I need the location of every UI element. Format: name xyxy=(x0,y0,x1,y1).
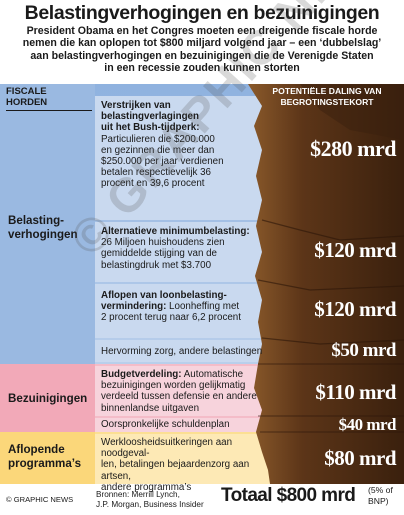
subtitle-line: in een recessie zouden kunnen storten xyxy=(104,62,300,75)
box-budget xyxy=(95,366,270,416)
band-expiring xyxy=(0,432,95,484)
total-pct-gdp: (5% of BNP) xyxy=(368,485,393,506)
sources: Bronnen: Merrill Lynch, J.P. Morgan, Bus… xyxy=(96,490,204,509)
amount-amt: $120 mrd xyxy=(314,238,396,262)
item-payroll: Aflopen van loonbelasting- vermindering:… xyxy=(101,290,241,324)
band-tax xyxy=(0,84,95,364)
left-column-header: FISCALE HORDEN xyxy=(6,86,48,108)
amount-healthcare: $50 mrd xyxy=(331,340,396,361)
amount-debt-plan: $40 mrd xyxy=(338,415,397,434)
item-budget: Budgetverdeling: Automatische bezuinigin… xyxy=(101,369,257,414)
box-bush xyxy=(95,96,270,220)
page-title: Belastingverhogingen en bezuinigingen xyxy=(24,2,380,24)
right-column-header: POTENTIËLE DALING VAN BEGROTINGSTEKORT xyxy=(272,86,382,107)
box-payroll xyxy=(95,284,270,338)
item-unemployment: Werkloosheidsuitkeringen aan noodgeval- … xyxy=(101,437,250,493)
subtitle-line: nemen die kan oplopen tot $800 miljard v… xyxy=(22,37,382,50)
box-healthcare xyxy=(95,340,270,362)
item-amt: Alternatieve minimumbelasting: 26 Miljoe… xyxy=(101,226,250,271)
amount-budget: $110 mrd xyxy=(315,380,396,404)
category-cuts: Bezuinigingen xyxy=(8,392,88,405)
credit: © GRAPHIC NEWS xyxy=(6,495,74,504)
subtitle-line: President Obama en het Congres moeten ee… xyxy=(26,25,378,37)
page-subtitle: President Obama en het Congres moeten ee… xyxy=(4,25,400,75)
total-amount: Totaal $800 mrd xyxy=(221,485,356,506)
band-cuts xyxy=(0,364,95,432)
amount-unemployment: $80 mrd xyxy=(324,446,396,470)
box-debtplan xyxy=(95,418,270,432)
header-divider xyxy=(6,110,92,111)
amount-payroll: $120 mrd xyxy=(314,297,396,321)
subtitle-line: aan belastingverhogingen en bezuiniginge… xyxy=(30,49,374,62)
item-debt-plan: Oorspronkelijke schuldenplan xyxy=(101,419,230,430)
category-tax: Belasting- verhogingen xyxy=(8,214,78,241)
item-healthcare: Hervorming zorg, andere belastingen xyxy=(101,346,263,357)
amount-bush: $280 mrd xyxy=(310,136,396,161)
category-expiring: Aflopende programma’s xyxy=(8,443,82,470)
item-bush-tax-cuts: Verstrijken van belastingverlagingen uit… xyxy=(101,100,224,190)
cliff-rock xyxy=(248,84,404,484)
box-amt xyxy=(95,222,270,282)
box-unemployment xyxy=(95,434,270,484)
